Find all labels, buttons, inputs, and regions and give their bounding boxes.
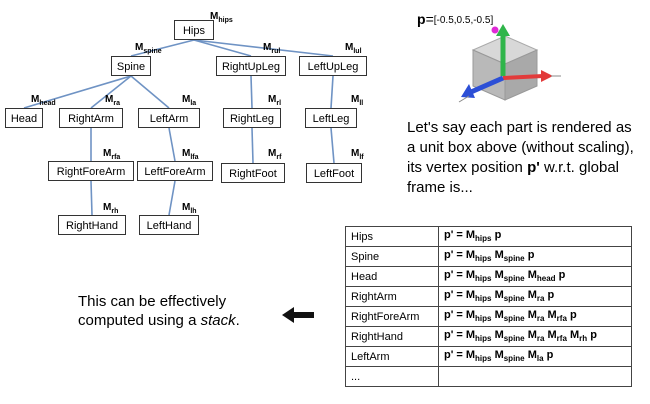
- node-spine: Spine: [111, 56, 151, 76]
- edge-rightupleg-rightleg: [250, 75, 253, 109]
- row-part-name: RightHand: [345, 326, 439, 347]
- stack-note: This can be effectively computed using a…: [78, 292, 288, 330]
- x-axis-arrow: [502, 70, 553, 82]
- row-part-name: Spine: [345, 246, 439, 267]
- description-text: Let's say each part is rendered as a uni…: [407, 118, 643, 198]
- matrix-label-spine: Mspine: [135, 42, 162, 56]
- matrix-label-rf: Mrf: [268, 148, 282, 162]
- point-value: [-0.5,0.5,-0.5]: [433, 15, 494, 26]
- row-formula: p' = Mhips p: [438, 226, 632, 247]
- matrix-label-lf: Mlf: [351, 148, 364, 162]
- description-bold: p': [527, 159, 540, 176]
- matrix-label-ll: Mll: [351, 94, 364, 108]
- matrix-label-lul: Mlul: [345, 42, 362, 56]
- edge-rightleg-rightfoot: [251, 127, 254, 164]
- point-equals: =: [425, 11, 434, 27]
- node-rightforearm: RightForeArm: [48, 161, 134, 181]
- vertex-point-marker: [491, 26, 499, 34]
- matrix-label-hips: Mhips: [210, 11, 233, 25]
- left-arrow-icon: [282, 307, 314, 323]
- point-symbol: p: [417, 11, 426, 27]
- node-leftleg: LeftLeg: [305, 108, 357, 128]
- edge-rightforearm-righthand: [90, 180, 93, 216]
- table-row: ...: [345, 366, 632, 387]
- edge-leftleg-leftfoot: [330, 127, 335, 164]
- row-formula: p' = Mhips Mspine p: [438, 246, 632, 267]
- row-formula: p' = Mhips Mspine Mla p: [438, 346, 632, 367]
- stack-note-text: This can be effectively computed using a: [78, 293, 227, 329]
- row-formula: p' = Mhips Mspine Mra Mrfa Mrh p: [438, 326, 632, 347]
- stack-note-end: .: [235, 312, 240, 329]
- point-definition: p=[-0.5,0.5,-0.5]: [417, 12, 493, 26]
- node-leftfoot: LeftFoot: [306, 163, 362, 183]
- matrix-label-rl: Mrl: [268, 94, 282, 108]
- edge-spine-head: [23, 75, 132, 109]
- row-formula: [438, 366, 632, 387]
- axis-guide: [458, 95, 470, 103]
- description-part1: Let's say each part is rendered as a uni…: [407, 119, 634, 176]
- edge-leftforearm-lefthand: [168, 180, 176, 216]
- node-lefthand: LeftHand: [139, 215, 199, 235]
- edge-hips-spine: [130, 39, 195, 57]
- node-righthand: RightHand: [58, 215, 126, 235]
- edge-leftupleg-leftleg: [330, 75, 334, 109]
- row-part-name: Hips: [345, 226, 439, 247]
- matrix-label-rh: Mrh: [103, 202, 119, 216]
- node-leftforearm: LeftForeArm: [137, 161, 213, 181]
- row-part-name: LeftArm: [345, 346, 439, 367]
- stack-note-italic: stack: [200, 312, 236, 329]
- edge-leftarm-leftforearm: [168, 127, 176, 162]
- row-part-name: RightForeArm: [345, 306, 439, 327]
- unit-box-axes-figure: [458, 24, 561, 103]
- node-leftarm: LeftArm: [138, 108, 200, 128]
- row-formula: p' = Mhips Mspine Mra p: [438, 286, 632, 307]
- matrix-label-ra: Mra: [105, 94, 120, 108]
- node-rightarm: RightArm: [59, 108, 123, 128]
- row-part-name: RightArm: [345, 286, 439, 307]
- edge-hips-rightupleg: [193, 39, 252, 57]
- matrix-label-lh: Mlh: [182, 202, 197, 216]
- matrix-label-la: Mla: [182, 94, 197, 108]
- row-part-name: Head: [345, 266, 439, 287]
- matrix-label-lfa: Mlfa: [182, 148, 199, 162]
- edge-spine-rightarm: [90, 75, 132, 109]
- row-part-name: ...: [345, 366, 439, 387]
- description-part2: w.r.t. global frame is...: [407, 159, 620, 196]
- node-rightleg: RightLeg: [223, 108, 281, 128]
- matrix-label-head: Mhead: [31, 94, 56, 108]
- row-formula: p' = Mhips Mspine Mra Mrfa p: [438, 306, 632, 327]
- node-rightupleg: RightUpLeg: [216, 56, 286, 76]
- matrix-label-rfa: Mrfa: [103, 148, 121, 162]
- edge-hips-leftupleg: [193, 39, 334, 57]
- matrix-label-rul: Mrul: [263, 42, 281, 56]
- node-rightfoot: RightFoot: [221, 163, 285, 183]
- y-axis-arrow: [496, 24, 510, 76]
- node-leftupleg: LeftUpLeg: [299, 56, 367, 76]
- node-head: Head: [5, 108, 43, 128]
- node-hips: Hips: [174, 20, 214, 40]
- row-formula: p' = Mhips Mspine Mhead p: [438, 266, 632, 287]
- edge-spine-leftarm: [130, 75, 170, 109]
- z-axis-arrow: [461, 75, 505, 98]
